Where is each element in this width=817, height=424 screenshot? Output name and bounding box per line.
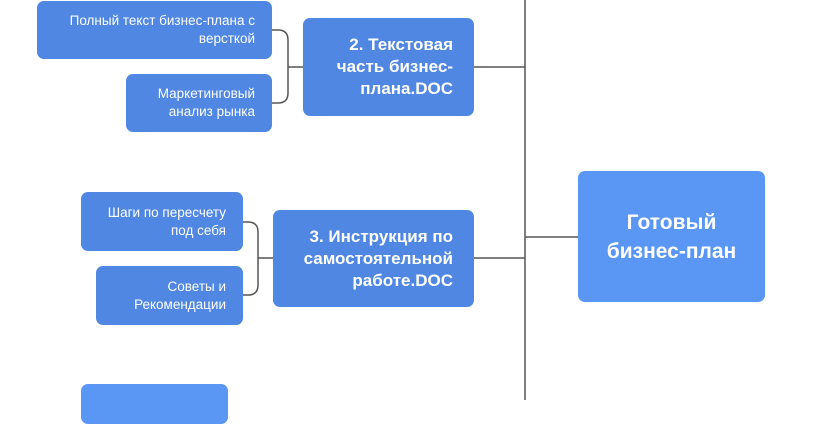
branch-instructions[interactable]: 3. Инструкция по самостоятельной работе.…: [273, 210, 474, 307]
leaf-tips[interactable]: Советы и Рекомендации: [96, 266, 243, 325]
leaf-label: Полный текст бизнес-плана с версткой: [69, 13, 255, 46]
center-node[interactable]: Готовый бизнес-план: [578, 171, 765, 302]
leaf-marketing[interactable]: Маркетинговый анализ рынка: [126, 74, 272, 132]
leaf-full-text[interactable]: Полный текст бизнес-плана с версткой: [37, 1, 272, 59]
partial-node[interactable]: [81, 384, 228, 424]
leaf-steps[interactable]: Шаги по пересчету под себя: [81, 192, 243, 251]
leaf-label: Шаги по пересчету под себя: [107, 204, 226, 238]
branch-text-part[interactable]: 2. Текстовая часть бизнес-плана.DOC: [303, 18, 474, 116]
leaf-label: Маркетинговый анализ рынка: [157, 86, 255, 119]
center-label: Готовый бизнес-план: [606, 210, 737, 263]
branch-label: 3. Инструкция по самостоятельной работе.…: [303, 226, 453, 290]
branch-label: 2. Текстовая часть бизнес-плана.DOC: [336, 35, 453, 98]
connector-lines: [236, 0, 578, 400]
leaf-label: Советы и Рекомендации: [134, 278, 226, 312]
